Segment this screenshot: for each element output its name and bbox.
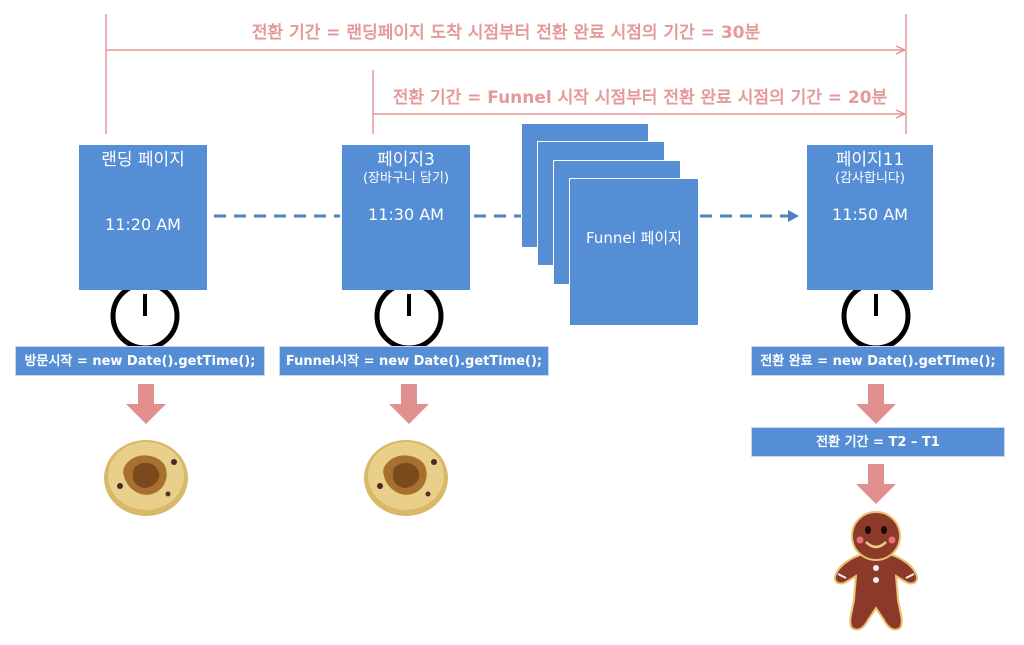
conversion-duration-code: 전환 기간 = T2 – T1 [751, 427, 1005, 457]
page3-subtitle: (장바구니 담기) [362, 171, 450, 186]
gingerbread-man-icon [834, 511, 918, 631]
funnel-page-label: Funnel 페이지 [586, 229, 682, 247]
visit-start-code: 방문시작 = new Date().getTime(); [15, 346, 265, 376]
landing-page-time: 11:20 AM [105, 215, 181, 234]
total-period-label: 전환 기간 = 랜딩페이지 도착 시점부터 전환 완료 시점의 기간 = 30분 [252, 23, 761, 43]
page11-box: 페이지11 (감사합니다) 11:50 AM [807, 145, 933, 290]
landing-page-title: 랜딩 페이지 [101, 150, 185, 170]
funnel-period-dimension: 전환 기간 = Funnel 시작 시점부터 전환 완료 시점의 기간 = 20… [372, 70, 905, 134]
total-period-dimension: 전환 기간 = 랜딩페이지 도착 시점부터 전환 완료 시점의 기간 = 30분 [105, 14, 907, 134]
down-arrow-icon [856, 384, 896, 424]
page11-title: 페이지11 [835, 150, 905, 170]
page11-time: 11:50 AM [832, 205, 908, 224]
landing-page-box: 랜딩 페이지 11:20 AM [79, 145, 207, 290]
funnel-period-label: 전환 기간 = Funnel 시작 시점부터 전환 완료 시점의 기간 = 20… [393, 88, 888, 108]
funnel-page-front: Funnel 페이지 [569, 178, 699, 326]
conversion-done-code: 전환 완료 = new Date().getTime(); [751, 346, 1005, 376]
page11-subtitle: (감사합니다) [835, 171, 905, 186]
page3-time: 11:30 AM [368, 205, 444, 224]
page3-title: 페이지3 [377, 150, 435, 170]
down-arrow-icon [856, 464, 896, 504]
cookie-icon [104, 440, 188, 516]
funnel-start-code: Funnel시작 = new Date().getTime(); [279, 346, 549, 376]
page3-box: 페이지3 (장바구니 담기) 11:30 AM [342, 145, 470, 290]
cookie-icon [364, 440, 448, 516]
down-arrow-icon [389, 384, 429, 424]
down-arrow-icon [126, 384, 166, 424]
